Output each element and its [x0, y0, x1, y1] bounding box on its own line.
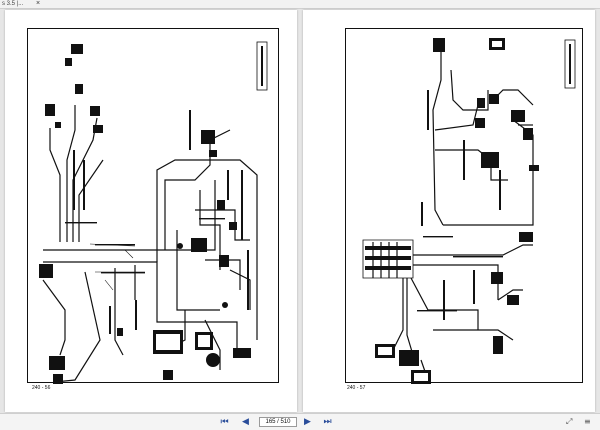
document-page-left: 240 - 56 [5, 10, 297, 412]
page-number-right: 240 - 57 [347, 385, 366, 391]
menu-icon[interactable]: ≡ [584, 417, 591, 426]
document-page-right: 240 - 57 [303, 10, 595, 412]
wiring-schematic-left [39, 41, 268, 384]
next-page-icon[interactable]: ▶ [304, 417, 311, 427]
first-page-icon[interactable]: ⏮ [220, 417, 229, 427]
wiring-schematic-right [362, 38, 576, 384]
window-titlebar: s 3.5 |... × [0, 0, 600, 9]
page-number-input[interactable]: 165 / 510 [259, 417, 297, 427]
page-number-left: 240 - 56 [32, 385, 51, 391]
fit-page-icon[interactable]: ⤢ [566, 417, 573, 426]
previous-page-icon[interactable]: ◀ [242, 417, 249, 427]
close-icon[interactable]: × [36, 0, 41, 7]
navigation-toolbar: ⏮ ◀ 165 / 510 ▶ ⏭ ⤢ ≡ [0, 413, 600, 430]
document-tab-title[interactable]: s 3.5 |... [2, 1, 24, 7]
last-page-icon[interactable]: ⏭ [323, 417, 332, 427]
page-frame-right [345, 28, 583, 383]
page-frame-left [27, 28, 279, 383]
